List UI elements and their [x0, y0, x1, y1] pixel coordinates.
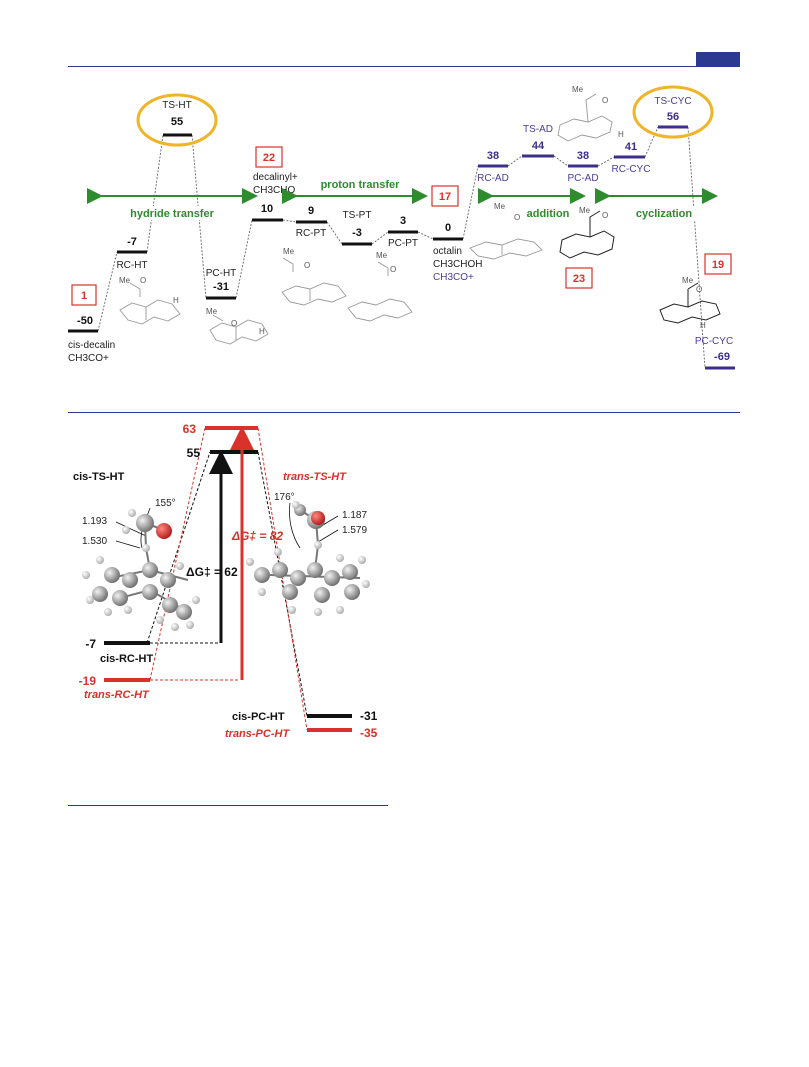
level-label: RC-PT [296, 228, 327, 239]
cis-pc-label: cis-PC-HT [232, 711, 285, 723]
level-value: 10 [261, 203, 273, 215]
trans-dist-1: 1.187 [342, 510, 367, 521]
ts-ht-highlight [136, 93, 218, 147]
cis-barrier: ΔG‡ = 62 [186, 565, 238, 579]
level-value: 38 [487, 150, 499, 162]
trans-ts-label: trans-TS-HT [283, 471, 347, 483]
level-value: -50 [77, 315, 93, 327]
trans-barrier: ΔG‡ = 82 [231, 529, 283, 543]
level-value: 41 [625, 141, 637, 153]
level-value: 3 [400, 215, 406, 227]
energy-profile-bottom: 63 55 -7 cis-RC-HT -19 trans-RC-HT cis-P… [73, 422, 378, 740]
compound-number: 1 [81, 290, 87, 302]
cis-angle: 155° [155, 498, 176, 509]
species-octalin-3: CH3CO+ [433, 272, 474, 283]
level-value: 56 [667, 111, 679, 123]
header-tab [696, 52, 740, 66]
svg-text:Me: Me [119, 276, 131, 285]
trans-dist-2: 1.579 [342, 525, 367, 536]
svg-text:H: H [700, 321, 706, 330]
species-decalinyl-2: CH3CHO [253, 185, 295, 196]
level-label: PC-PT [388, 238, 418, 249]
cis-rc-value: -7 [85, 637, 96, 651]
atom-labels: Me O H Me O H Me O Me O Me O Me O Me O M… [119, 85, 706, 336]
svg-text:O: O [696, 285, 702, 294]
level-value: 0 [445, 222, 451, 234]
energy-profile-top: -50 -7 RC-HT TS-HT 55 PC-HT -31 10 9 RC-… [68, 85, 735, 370]
svg-text:O: O [304, 261, 310, 270]
phase-cyclization: cyclization [636, 208, 693, 220]
level-value: 38 [577, 150, 589, 162]
ts-cyc-highlight [632, 85, 714, 139]
cis-rc-label: cis-RC-HT [100, 653, 153, 665]
compound-number: 19 [712, 259, 724, 271]
svg-text:Me: Me [572, 85, 584, 94]
molecule-sketch [119, 93, 721, 345]
level-label: PC-CYC [695, 336, 733, 347]
level-value: -3 [352, 227, 362, 239]
svg-text:O: O [602, 211, 608, 220]
svg-text:O: O [602, 96, 608, 105]
species-start-2: CH3CO+ [68, 353, 109, 364]
svg-text:H: H [173, 296, 179, 305]
svg-text:H: H [618, 130, 624, 139]
level-label: TS-CYC [654, 96, 691, 107]
cis-pc-value: -31 [360, 709, 378, 723]
phase-hydride-transfer: hydride transfer [130, 208, 214, 220]
level-value: 44 [532, 140, 545, 152]
svg-text:Me: Me [494, 202, 506, 211]
level-label: TS-AD [523, 124, 553, 135]
header-rule [68, 66, 740, 67]
trans-rc-label: trans-RC-HT [84, 689, 150, 701]
species-start-1: cis-decalin [68, 340, 115, 351]
level-value: 55 [171, 116, 183, 128]
level-label: PC-HT [206, 268, 237, 279]
svg-text:Me: Me [682, 276, 694, 285]
cis-ts-label: cis-TS-HT [73, 471, 125, 483]
phase-addition: addition [527, 208, 570, 220]
level-value: -7 [127, 236, 137, 248]
svg-text:O: O [140, 276, 146, 285]
level-value: 9 [308, 205, 314, 217]
svg-text:Me: Me [206, 307, 218, 316]
species-octalin-2: CH3CHOH [433, 259, 482, 270]
cis-dist-2: 1.530 [82, 536, 107, 547]
level-label: RC-CYC [612, 164, 651, 175]
footer-rule [68, 805, 388, 806]
level-label: RC-AD [477, 173, 509, 184]
svg-text:H: H [259, 327, 265, 336]
svg-text:Me: Me [376, 251, 388, 260]
svg-text:O: O [514, 213, 520, 222]
level-value: -69 [714, 351, 730, 363]
level-label: TS-HT [162, 100, 191, 111]
svg-text:O: O [390, 265, 396, 274]
trans-ts-value: 63 [183, 422, 197, 436]
level-value: -31 [213, 281, 229, 293]
trans-ts-molecule [246, 501, 370, 616]
trans-angle: 176° [274, 492, 295, 503]
phase-proton-transfer: proton transfer [321, 179, 401, 191]
cis-ts-molecule [82, 509, 200, 631]
section-rule [68, 412, 740, 413]
cis-ts-value: 55 [187, 446, 201, 460]
level-label: TS-PT [343, 210, 372, 221]
compound-number: 22 [263, 152, 275, 164]
trans-rc-value: -19 [79, 674, 97, 688]
level-label: RC-HT [116, 260, 147, 271]
level-label: PC-AD [567, 173, 598, 184]
svg-text:Me: Me [283, 247, 295, 256]
svg-text:Me: Me [579, 206, 591, 215]
trans-pc-label: trans-PC-HT [225, 728, 290, 740]
svg-text:O: O [231, 319, 237, 328]
compound-number: 23 [573, 273, 585, 285]
species-decalinyl-1: decalinyl+ [253, 172, 298, 183]
species-octalin-1: octalin [433, 246, 462, 257]
trans-pc-value: -35 [360, 726, 378, 740]
cis-dist-1: 1.193 [82, 516, 107, 527]
compound-number: 17 [439, 191, 451, 203]
